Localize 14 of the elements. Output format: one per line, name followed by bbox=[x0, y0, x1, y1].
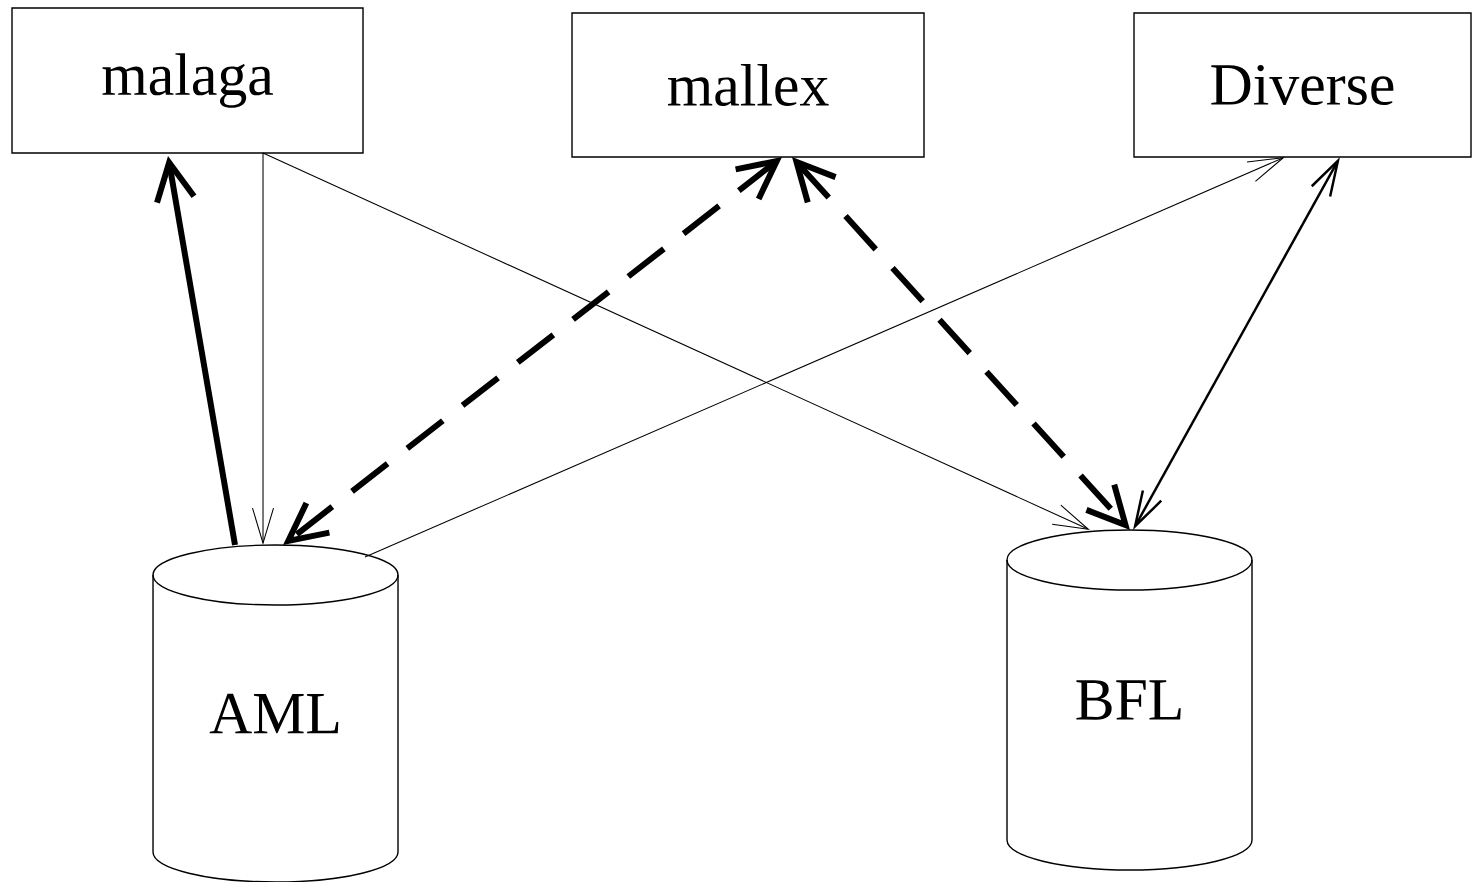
process-box: mallex bbox=[571, 12, 925, 158]
database-cylinder: BFL bbox=[1006, 529, 1253, 871]
database-cylinder: AML bbox=[152, 544, 399, 882]
arrow bbox=[262, 152, 1090, 530]
arrow bbox=[283, 157, 782, 545]
arrow bbox=[1133, 157, 1340, 530]
process-box: Diverse bbox=[1133, 12, 1472, 158]
process-box: malaga bbox=[11, 7, 364, 154]
node-label: AML bbox=[209, 693, 339, 734]
node-label: BFL bbox=[1076, 680, 1181, 720]
arrow bbox=[792, 157, 1130, 530]
arrow bbox=[154, 156, 238, 546]
arrow bbox=[252, 152, 275, 545]
arrow bbox=[364, 157, 1285, 558]
